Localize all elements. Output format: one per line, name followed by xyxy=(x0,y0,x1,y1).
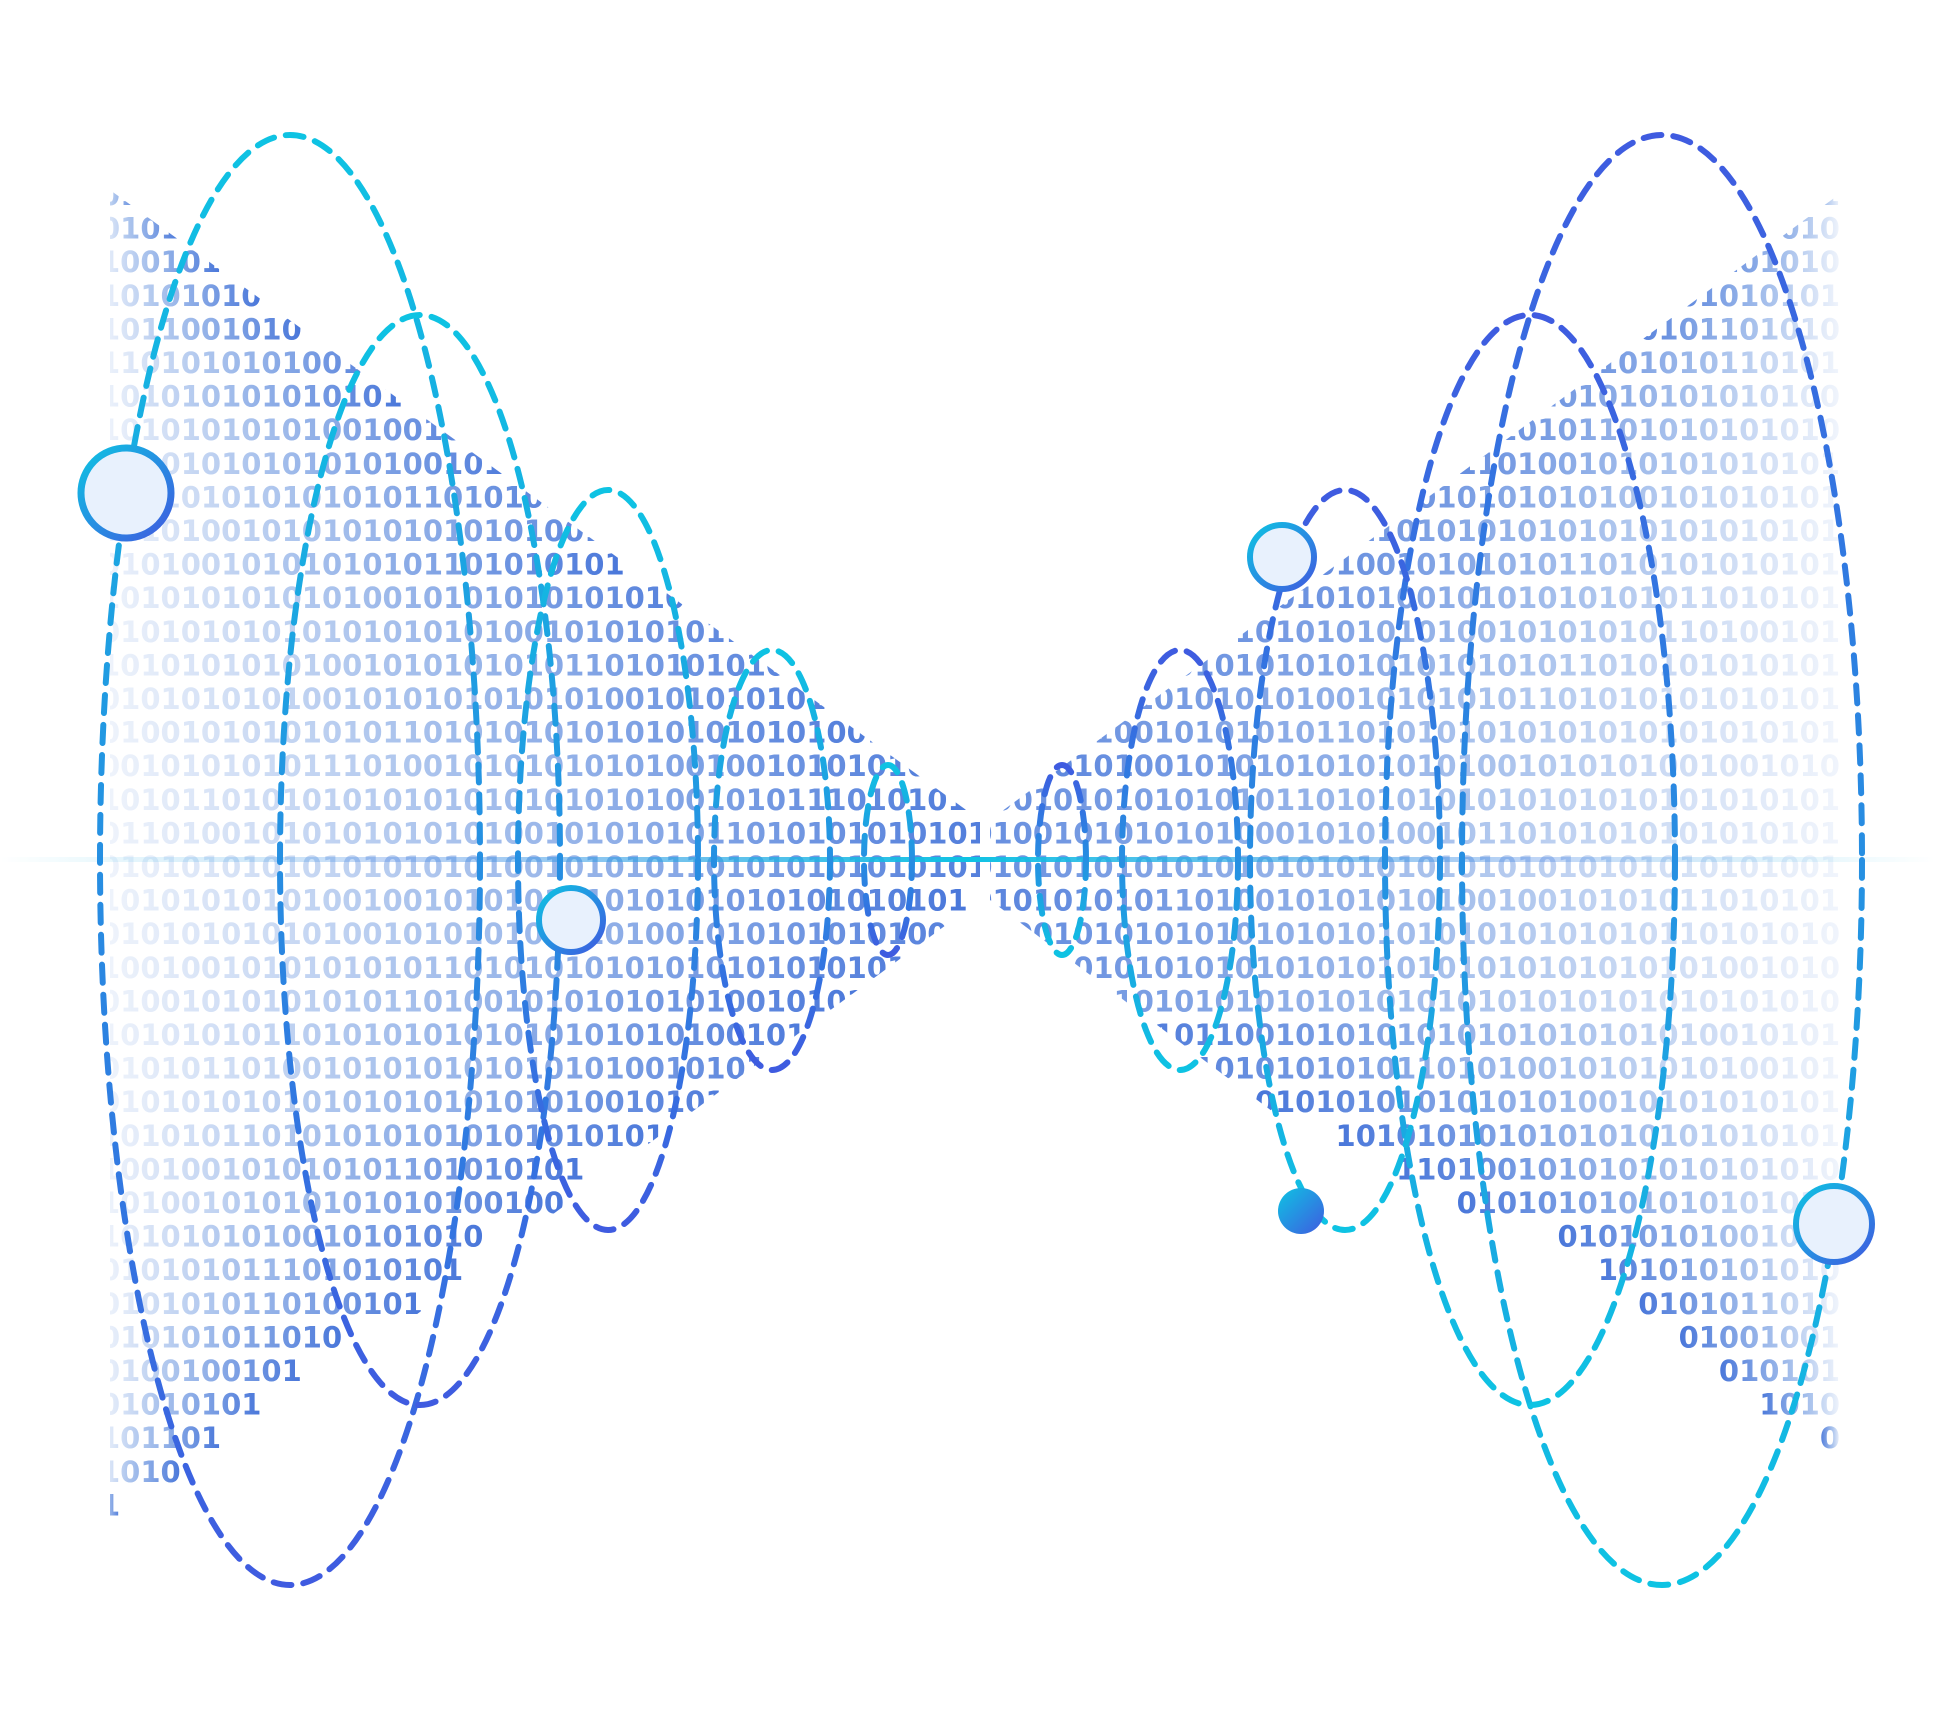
right-binary-line: 101010101010 xyxy=(1598,1253,1840,1287)
left-binary-line: 101010101010101001010 xyxy=(100,447,524,481)
left-binary-line: 10100101010101010100100 xyxy=(100,1186,564,1220)
left-binary-line: 010101011101010101 xyxy=(100,1253,463,1287)
orbit-node-right-large xyxy=(1793,1183,1875,1265)
left-binary-line: 1001001010101010110101010101010101010101… xyxy=(100,951,948,985)
right-binary-line: 0101010101010010101010101011010101 xyxy=(1154,581,1840,615)
orbit-node-right-small xyxy=(1247,522,1317,592)
right-binary-line: 0101010101010101010100101010101101010101… xyxy=(912,682,1840,716)
left-binary-line: 01001010101010110100101010101010010101 xyxy=(100,984,867,1018)
right-binary-line: 1010101010100101010101000101010010110101… xyxy=(791,816,1840,850)
right-binary-line: 10101101010 xyxy=(1618,312,1840,346)
left-binary-line: 1010100101010101010101001001 xyxy=(100,514,665,548)
right-binary-line: 101011001010101010101010101010010101 xyxy=(1114,1018,1840,1052)
orbit-ring-right-1 xyxy=(1459,132,1865,1588)
right-binary-line: 0101010101010101010 xyxy=(1457,1186,1840,1220)
left-binary-line: 1011001010 xyxy=(100,312,302,346)
left-binary-line: 0110100101010101010100101010101101010101… xyxy=(100,816,1028,850)
left-binary-line: 0100100101 xyxy=(100,1354,302,1388)
right-binary-line: 10101101001010101010101 xyxy=(1376,447,1840,481)
right-binary-line: 0101011010 xyxy=(1638,1287,1840,1321)
right-binary-line: 1010 xyxy=(1759,1388,1840,1422)
left-binary-line: 010101010100101010101010100101010101001 xyxy=(100,682,887,716)
left-binary-line: 01010101010101010101010100101010 xyxy=(100,1085,746,1119)
orbit-ring-right-2 xyxy=(1382,312,1678,1408)
orbit-ring-right-4 xyxy=(1119,647,1241,1073)
left-binary-line: 1010101010100100101010101010101010101010… xyxy=(100,884,968,918)
left-binary-line: 1010101010010101010 xyxy=(100,1220,483,1254)
right-binary-line: 0101010101010101010101010101010101010101… xyxy=(771,850,1840,884)
left-binary-line: 100101 xyxy=(100,245,221,279)
left-binary-line: 0100101010101011010101010101010101010010 xyxy=(100,716,907,750)
left-binary-line: 101101 xyxy=(100,1421,221,1455)
right-binary-line: 0101010101010110100101010101001001010101… xyxy=(892,884,1840,918)
right-binary-line: 0 xyxy=(1820,1421,1840,1455)
left-binary-line: 100100101010101101010101 xyxy=(100,1152,584,1186)
left-binary-line: 0101 xyxy=(100,212,181,246)
right-binary-line: 1010101010110101 xyxy=(1517,346,1840,380)
right-binary-line: 01010101010101010010101010101 xyxy=(1255,1085,1840,1119)
central-axis-line xyxy=(0,857,1935,862)
orbit-ring-left-4 xyxy=(711,647,833,1073)
right-binary-line: 1010101010101010101010101 xyxy=(1336,1119,1840,1153)
orbit-ring-right-5 xyxy=(1035,762,1089,958)
binary-field-left: 0101011001011010101010110010101101010101… xyxy=(100,178,1048,1522)
right-binary-line: 101010101 xyxy=(1658,279,1840,313)
left-binary-line: 010101010101010101010010101010110101 xyxy=(100,615,826,649)
right-binary-line: 010101 xyxy=(1719,1354,1840,1388)
orbit-node-left-large xyxy=(77,444,175,542)
orbit-ring-left-3 xyxy=(515,487,701,1233)
right-binary-line: 0100101010101010100 xyxy=(1457,380,1840,414)
left-binary-line: 0101010101010101010100101010110101010101… xyxy=(100,850,1048,884)
right-binary-line: 0101010101010110101010101010101010101010… xyxy=(831,984,1840,1018)
left-binary-line: 01010010101010101101010101 xyxy=(100,548,625,582)
left-binary-line: 1010101101010101010101010101 xyxy=(100,1119,665,1153)
right-binary-line: 0101010010010101010101011010101010101010… xyxy=(811,783,1840,817)
right-binary-line: 1101001010101010101010 xyxy=(1396,1152,1840,1186)
left-binary-line: 01010101 xyxy=(100,1388,261,1422)
orbit-ring-left-1 xyxy=(97,132,483,1588)
left-binary-line: 010101011010 xyxy=(100,1320,342,1354)
right-binary-line: 010010101010101101010010101010100101 xyxy=(1114,1052,1840,1086)
left-binary-line: 0101011010010101010101010100101010101 xyxy=(100,1052,847,1086)
orbit-ring-left-5 xyxy=(861,762,915,958)
right-binary-line: 0101010100101010101010101010101010101010… xyxy=(851,951,1840,985)
left-binary-line: 101010101101010101010101010101001011 xyxy=(100,1018,826,1052)
orbit-node-right-filled xyxy=(1278,1188,1324,1234)
left-binary-line: 0101010110100101 xyxy=(100,1287,423,1321)
right-binary-line: 0101010101001010101010101010010101010010… xyxy=(932,749,1840,783)
left-binary-line: 01 xyxy=(100,178,140,212)
right-binary-line: 101010101101010101010 xyxy=(1416,413,1840,447)
orbit-node-left-mid xyxy=(536,885,606,955)
right-binary-line: 01 xyxy=(1800,178,1840,212)
left-binary-line: 0010101010111010010101010101001001010101… xyxy=(100,749,988,783)
left-binary-line: 1010110101010101010101010101001010111010… xyxy=(100,783,1008,817)
orbit-ring-right-3 xyxy=(1247,487,1443,1233)
left-binary-line: 1010101010101001010101010101010 xyxy=(100,581,726,615)
right-binary-line: 010101010101010101010010101010110100101 xyxy=(1053,615,1840,649)
right-binary-line: 01010101001010 xyxy=(1558,1220,1841,1254)
left-binary-line: 1010 xyxy=(100,1455,181,1489)
right-binary-line: 0101010101010010101010110101010101010101… xyxy=(871,716,1840,750)
left-binary-line: 10101010 xyxy=(100,279,261,313)
left-binary-line: 1 xyxy=(100,1488,120,1522)
right-binary-line: 0101010100101010101010101010101010101010… xyxy=(851,917,1840,951)
left-binary-line: 10101010101001010101010110101010101010 xyxy=(100,648,867,682)
orbit-ring-left-2 xyxy=(277,312,563,1408)
